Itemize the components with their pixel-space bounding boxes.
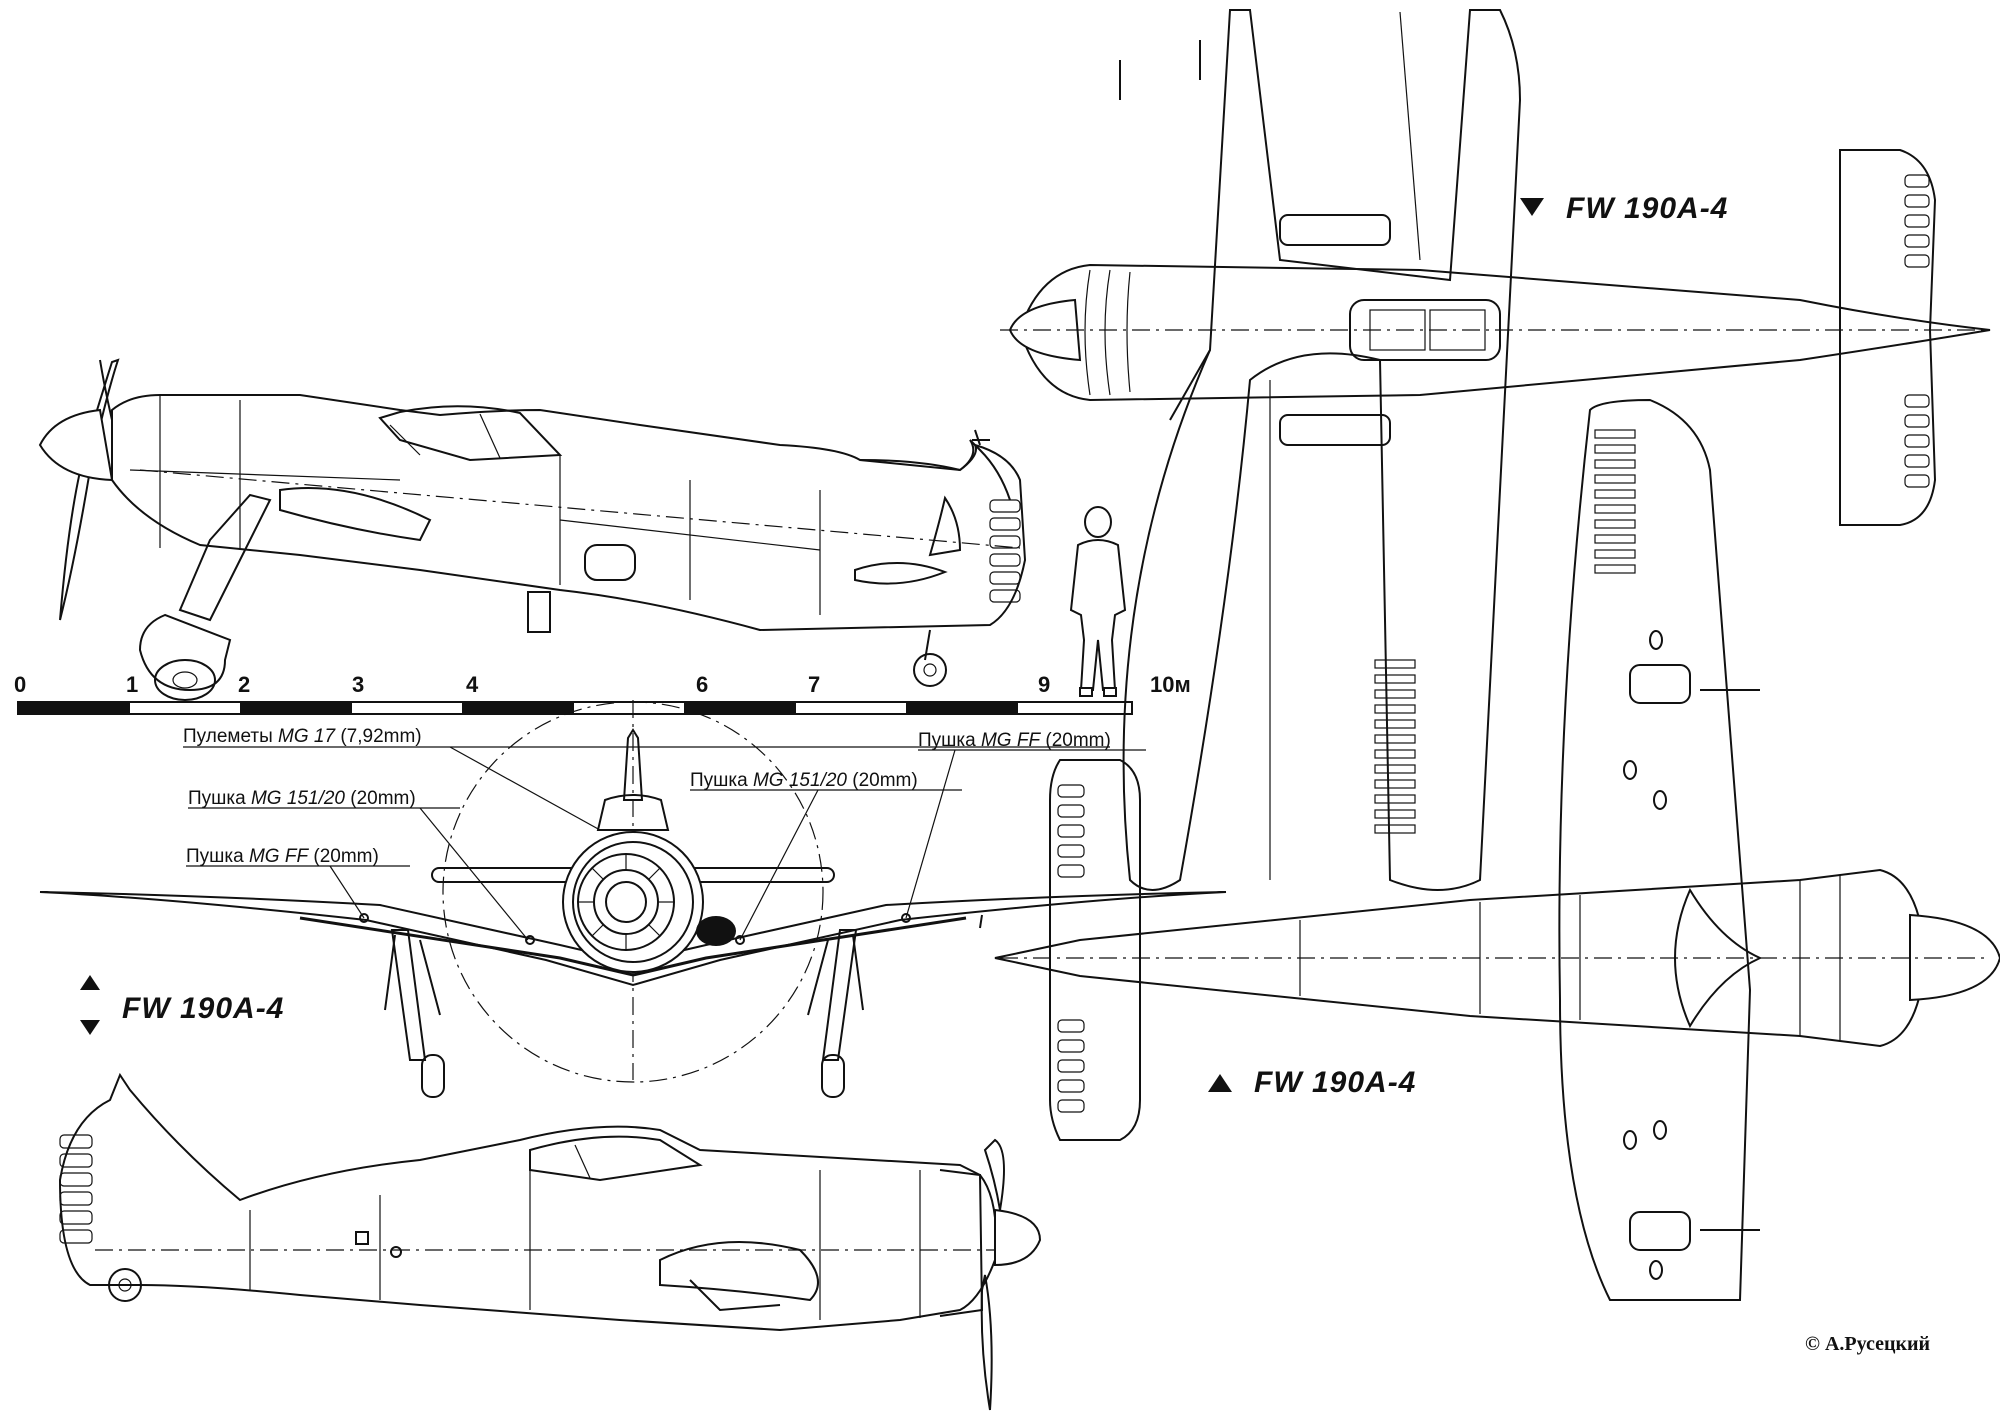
scale-tick-2: 2 xyxy=(238,672,250,697)
triangle-down-icon xyxy=(1520,198,1544,216)
side-view-label: FW 190A-4 xyxy=(122,992,284,1025)
scale-seg-6 xyxy=(684,702,796,714)
front-view xyxy=(39,700,1227,1098)
scale-seg-4 xyxy=(462,702,574,714)
scale-tick-9: 9 xyxy=(1038,672,1050,697)
bottom-view xyxy=(1000,9,1991,891)
scale-seg-0 xyxy=(18,702,130,714)
scale-tick-4: 4 xyxy=(466,672,479,697)
bottom-view-title: FW 190A-4 xyxy=(1520,192,1728,225)
triangle-up-icon xyxy=(80,975,100,990)
triangle-up-icon xyxy=(1208,1074,1232,1092)
pilot-figure xyxy=(1069,506,1127,697)
side-view-upper xyxy=(38,358,1027,701)
top-view xyxy=(994,398,2000,1301)
scale-bar: 0 1 2 3 4 6 7 9 10м xyxy=(14,672,1191,715)
top-view-title: FW 190A-4 xyxy=(1208,1066,1416,1099)
triangle-down-icon xyxy=(80,1020,100,1035)
callout-mgff-left: Пушка MG FF (20mm) xyxy=(186,846,379,867)
scale-seg-2 xyxy=(240,702,352,714)
side-view-title: FW 190A-4 xyxy=(80,975,284,1035)
bottom-view-label: FW 190A-4 xyxy=(1566,192,1728,225)
scale-tick-3: 3 xyxy=(352,672,364,697)
callout-mgff-right: Пушка MG FF (20mm) xyxy=(918,730,1111,751)
scale-tick-0: 0 xyxy=(14,672,26,697)
weapon-callouts: Пулеметы MG 17 (7,92mm) Пушка MG 151/20 … xyxy=(183,726,1146,941)
scale-tick-6: 6 xyxy=(696,672,708,697)
scale-tick-7: 7 xyxy=(808,672,820,697)
scale-tick-10: 10м xyxy=(1150,672,1191,697)
callout-mg17: Пулеметы MG 17 (7,92mm) xyxy=(183,726,422,747)
callout-mg151-left: Пушка MG 151/20 (20mm) xyxy=(188,788,416,809)
scale-tick-1: 1 xyxy=(126,672,138,697)
side-view-lower xyxy=(58,1072,1042,1411)
copyright-label: © А.Русецкий xyxy=(1805,1333,1930,1355)
callout-mg151-right: Пушка MG 151/20 (20mm) xyxy=(690,770,918,791)
scale-seg-8 xyxy=(906,702,1018,714)
top-view-label: FW 190A-4 xyxy=(1254,1066,1416,1099)
